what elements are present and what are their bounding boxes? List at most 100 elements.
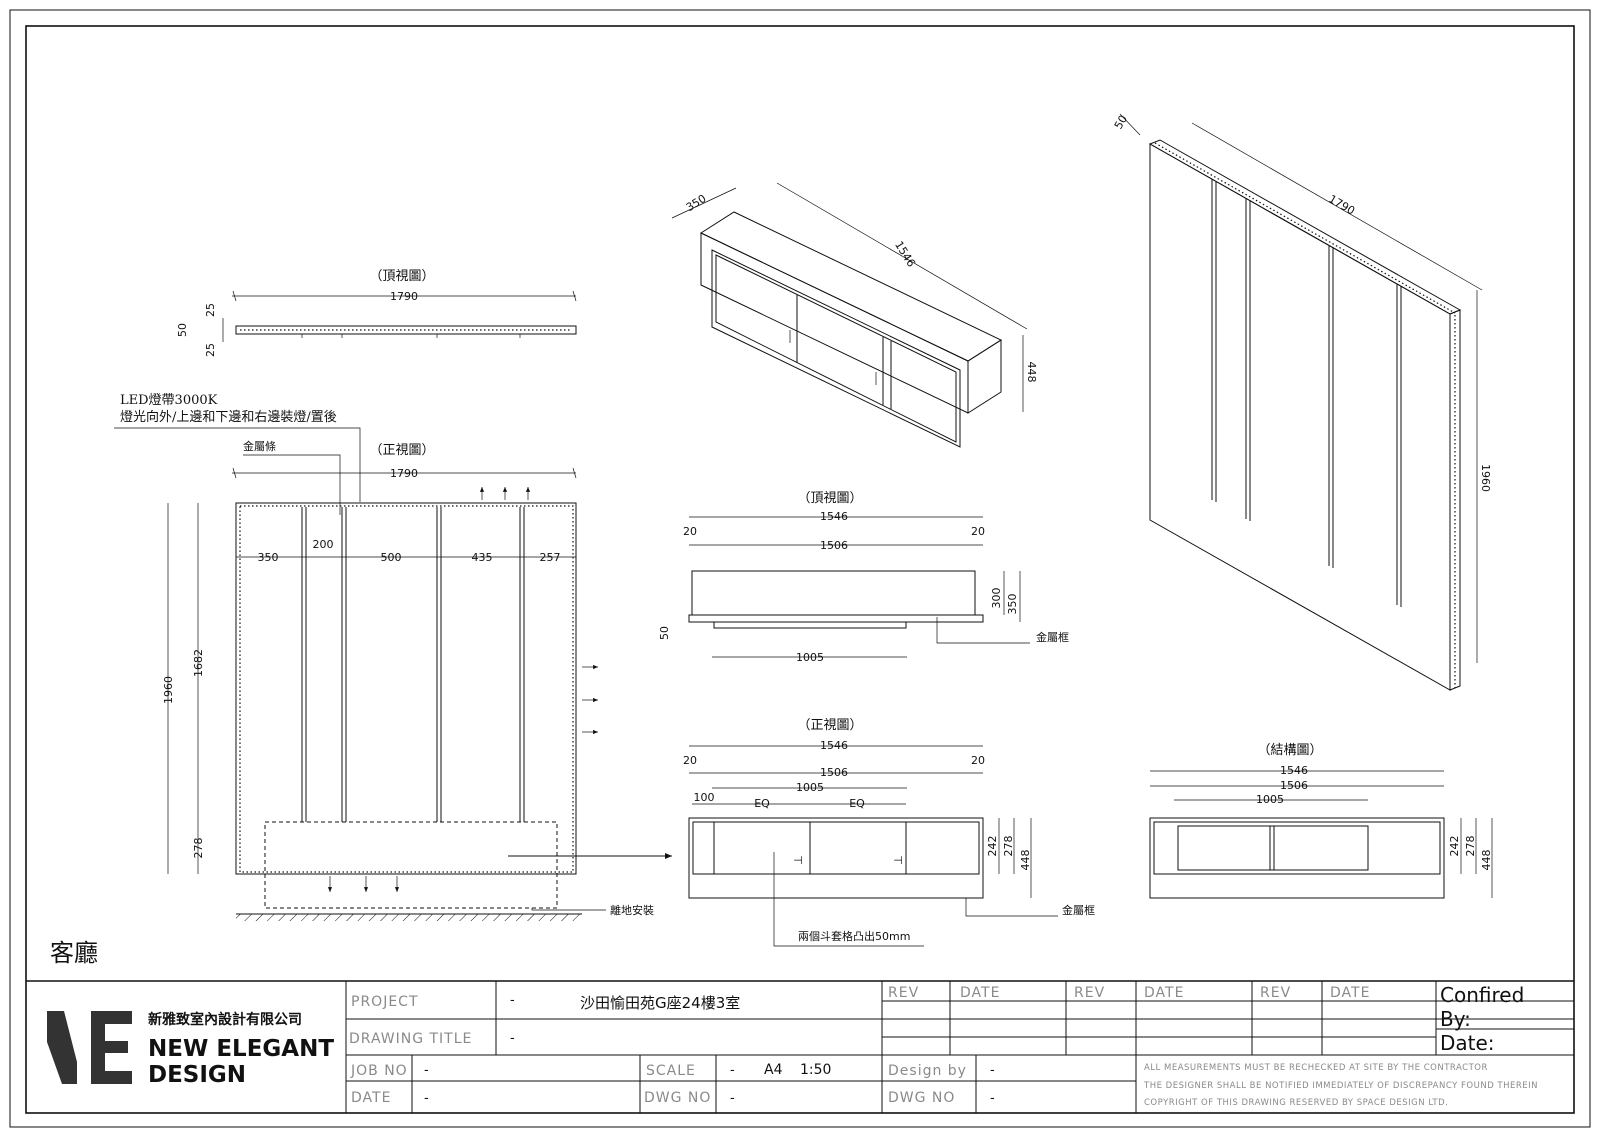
drawing-title-value: -	[510, 1031, 515, 1046]
seg-350: 350	[258, 551, 279, 564]
seg-200: 200	[313, 538, 334, 551]
cab-top-lip: 50	[658, 626, 671, 640]
cab-top-drawer: 1005	[796, 651, 824, 664]
cabinet-isometric: 350 1546 448	[671, 182, 1038, 448]
structure-overall: 1546	[1280, 764, 1308, 777]
scale-value: 1:50	[800, 1062, 831, 1078]
cab-top-inner: 1506	[820, 539, 848, 552]
cab-top-overall: 1546	[820, 510, 848, 523]
left-front-view-title: （正視圖）	[369, 443, 434, 458]
height-1682: 1682	[192, 649, 205, 677]
date-value: -	[424, 1091, 429, 1106]
structure-drawer: 1005	[1256, 793, 1284, 806]
title-block: 新雅致室內設計有限公司 NEW ELEGANT DESIGN PROJECT -…	[26, 980, 1574, 1113]
cab-front-drawer-note: 兩個斗套格凸出50mm	[798, 929, 910, 943]
cab-front-eq1: EQ	[754, 797, 770, 810]
structure-h448: 448	[1480, 850, 1493, 871]
cab-top-title: （頂視圖）	[797, 491, 862, 506]
seg-435: 435	[472, 551, 493, 564]
left-top-dim-50: 50	[176, 323, 189, 337]
led-note-line2: 燈光向外/上邊和下邊和右邊裝燈/置後	[120, 409, 337, 425]
cab-front-offset: 100	[694, 791, 715, 804]
drawer-handle-1: ⊣	[793, 854, 803, 867]
project-value: 沙田愉田苑G座24樓3室	[580, 994, 740, 1012]
structure-view: （結構圖） 1546 1506 1005 242 278 448	[1149, 743, 1493, 899]
inner-border	[25, 25, 1575, 1114]
date-3: DATE	[1330, 985, 1370, 1001]
job-no-label: JOB NO	[350, 1063, 408, 1079]
project-label: PROJECT	[351, 994, 419, 1010]
cabinet-top-view: （頂視圖） 1546 20 20 1506 1005 300 350 50 金屬…	[658, 491, 1069, 664]
cab-front-inner: 1506	[820, 766, 848, 779]
rev-1: REV	[888, 985, 919, 1001]
cab-top-frame-note: 金屬框	[1036, 630, 1069, 644]
iso-depth: 350	[684, 192, 709, 214]
rev-2: REV	[1074, 985, 1105, 1001]
company-en-2: DESIGN	[148, 1062, 246, 1088]
cab-top-side-r: 20	[971, 525, 985, 538]
structure-h278: 278	[1464, 836, 1477, 857]
left-top-view: （頂視圖） 1790 50 25 25	[176, 269, 577, 357]
dwg-no-label: DWG NO	[644, 1090, 711, 1106]
company-cn: 新雅致室內設計有限公司	[148, 1011, 302, 1028]
panel-height: 1960	[1479, 464, 1492, 492]
outer-border	[9, 9, 1591, 1128]
cab-front-eq2: EQ	[849, 797, 865, 810]
left-front-view: （正視圖） 1790 350 200 500 435 257 1960 1682…	[162, 443, 672, 921]
iso-width: 1546	[892, 239, 918, 270]
cab-front-drawer: 1005	[796, 781, 824, 794]
structure-h242: 242	[1448, 836, 1461, 857]
panel-thickness: 50	[1112, 113, 1130, 132]
iso-height: 448	[1025, 362, 1038, 383]
left-front-width: 1790	[390, 467, 418, 480]
metal-strip-label: 金屬條	[243, 439, 276, 453]
cab-front-side-l: 20	[683, 754, 697, 767]
logo-n-shape	[47, 1011, 77, 1084]
project-dash: -	[510, 993, 515, 1008]
cab-front-h242: 242	[986, 836, 999, 857]
left-top-dim-25b: 25	[204, 343, 217, 357]
scale-paper: A4	[764, 1062, 783, 1078]
seg-500: 500	[381, 551, 402, 564]
logo-e-stem	[91, 1011, 105, 1084]
height-1960: 1960	[162, 676, 175, 704]
led-note-line1: LED燈帶3000K	[120, 393, 218, 408]
cab-front-side-r: 20	[971, 754, 985, 767]
cab-front-overall: 1546	[820, 739, 848, 752]
left-top-view-title: （頂視圖）	[369, 269, 434, 284]
dwg-no2-value: -	[990, 1091, 995, 1106]
dwg-no2-label: DWG NO	[888, 1090, 955, 1106]
height-278: 278	[192, 838, 205, 859]
rev-3: REV	[1260, 985, 1291, 1001]
date-2: DATE	[1144, 985, 1184, 1001]
date-1: DATE	[960, 985, 1000, 1001]
room-label: 客廳	[50, 939, 98, 967]
date-label: DATE	[351, 1090, 391, 1106]
date-confirm-label: Date:	[1440, 1031, 1495, 1055]
scale-label: SCALE	[646, 1063, 696, 1079]
panel-width: 1790	[1326, 192, 1357, 217]
note-1: ALL MEASUREMENTS MUST BE RECHECKED AT SI…	[1144, 1063, 1488, 1073]
cab-front-title: （正視圖）	[797, 718, 862, 733]
drawer-handle-2: ⊣	[893, 854, 903, 867]
design-by-label: Design by	[888, 1063, 967, 1079]
cab-top-depth-inner: 300	[990, 588, 1003, 609]
scale-dash: -	[730, 1063, 735, 1078]
note-2: THE DESIGNER SHALL BE NOTIFIED IMMEDIATE…	[1143, 1081, 1538, 1091]
cab-front-frame-note: 金屬框	[1062, 903, 1095, 917]
floor-note: 離地安裝	[610, 903, 654, 917]
left-top-width: 1790	[390, 290, 418, 303]
confirmed-label: Confired	[1440, 983, 1524, 1007]
structure-inner: 1506	[1280, 779, 1308, 792]
cabinet-front-view: （正視圖） 1546 20 20 1506 1005 100 EQ EQ ⊣ ⊣…	[683, 718, 1095, 947]
cab-top-depth: 350	[1006, 594, 1019, 615]
job-no-value: -	[424, 1063, 429, 1078]
cab-top-side-l: 20	[683, 525, 697, 538]
cab-front-h278: 278	[1002, 836, 1015, 857]
note-3: COPYRIGHT OF THIS DRAWING RESERVED BY SP…	[1144, 1098, 1448, 1108]
seg-257: 257	[540, 551, 561, 564]
drawing-title-label: DRAWING TITLE	[349, 1031, 472, 1047]
by-label: By:	[1440, 1007, 1471, 1031]
dwg-no-value: -	[730, 1091, 735, 1106]
